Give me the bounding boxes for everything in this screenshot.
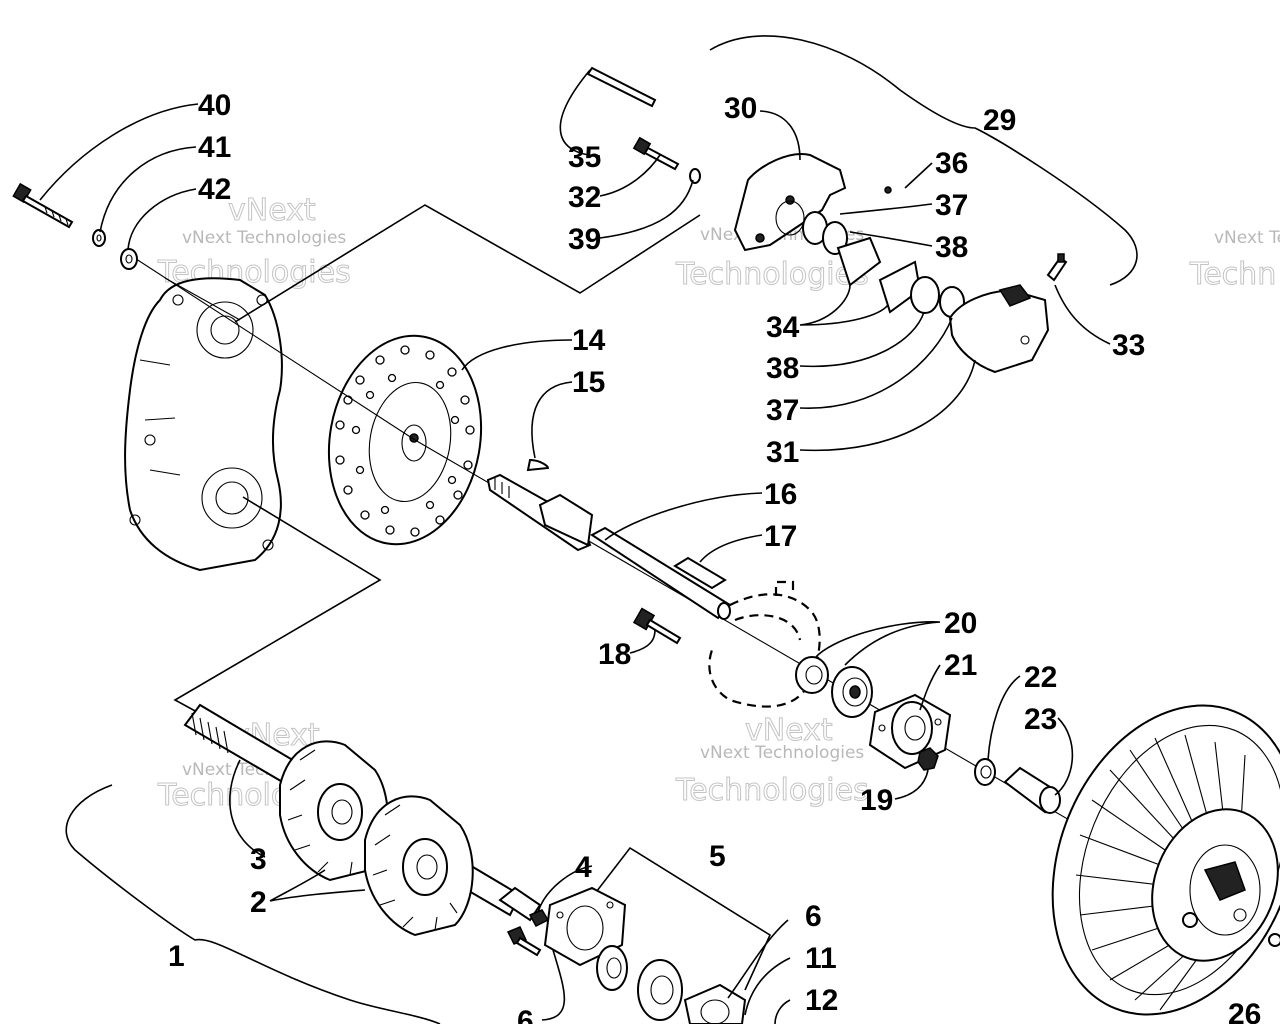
watermark-text: Technologies <box>675 773 869 808</box>
callout-37: 37 <box>766 394 799 427</box>
watermark-text: Techn <box>1189 257 1276 292</box>
bolt-18 <box>632 607 682 645</box>
callout-42: 42 <box>198 173 231 206</box>
callout-2: 2 <box>250 886 267 919</box>
callout-40: 40 <box>198 89 231 122</box>
callout-15: 15 <box>572 366 605 399</box>
nut-19 <box>917 747 939 771</box>
group-bracket-29 <box>709 35 1138 286</box>
callout-17: 17 <box>764 520 797 553</box>
leader-lines <box>39 69 1111 1024</box>
pin-35 <box>586 66 657 108</box>
brake-disc <box>327 334 483 546</box>
bolt-40 <box>12 182 74 229</box>
group-bracket-1 <box>65 784 441 1024</box>
ball-36 <box>884 186 892 194</box>
piston-38 <box>802 211 848 255</box>
callout-37: 37 <box>935 189 968 222</box>
piston-38b <box>910 276 940 314</box>
bolt-32 <box>632 136 680 171</box>
watermark-text: vNext <box>228 193 316 228</box>
callout-36: 36 <box>935 147 968 180</box>
callout-6: 6 <box>805 900 822 933</box>
callout-1: 1 <box>168 940 185 973</box>
bracket-5 <box>589 846 772 991</box>
callout-29: 29 <box>983 104 1016 137</box>
bleeder-33 <box>1046 253 1068 282</box>
callout-18: 18 <box>598 638 631 671</box>
callout-26: 26 <box>1228 998 1261 1024</box>
watermark-text: vNext Te <box>1214 228 1280 248</box>
callout-32: 32 <box>568 181 601 214</box>
callout-35: 35 <box>568 141 601 174</box>
axis-line <box>164 277 241 321</box>
watermark-text: vNext Technologies <box>700 743 864 763</box>
washer-41 <box>92 229 106 247</box>
washer-42 <box>120 248 138 270</box>
bearing-lower-small <box>596 945 628 991</box>
washer-22 <box>974 758 996 786</box>
flange-6b <box>683 983 747 1024</box>
brake-pads-34 <box>836 236 922 314</box>
callout-31: 31 <box>766 436 799 469</box>
watermark-group: vNext Technologies Technologies vNext Te… <box>157 193 1280 814</box>
callout-4: 4 <box>575 851 592 884</box>
chaincase-plate-outline <box>734 614 802 641</box>
callout-22: 22 <box>1024 661 1057 694</box>
callout-30: 30 <box>724 92 757 125</box>
callout-34: 34 <box>766 311 800 344</box>
callout-39: 39 <box>568 223 601 256</box>
callout-3: 3 <box>250 843 267 876</box>
callout-21: 21 <box>944 649 977 682</box>
spacer-23 <box>1003 766 1061 814</box>
brake-caliper-30 <box>733 153 847 252</box>
watermark-text: vNext Technologies <box>182 228 346 248</box>
bearing-lower-large <box>637 959 683 1021</box>
bearing-20-small <box>795 656 829 694</box>
reference-line <box>234 204 701 323</box>
caliper-31 <box>948 284 1050 374</box>
watermark-text: Technologies <box>675 257 869 292</box>
driven-clutch <box>1051 704 1280 1016</box>
track-sprocket-2 <box>364 795 474 937</box>
callout-38: 38 <box>935 231 968 264</box>
callout-12: 12 <box>805 984 838 1017</box>
washer-39 <box>689 168 701 184</box>
watermark-text: vNext <box>745 713 833 748</box>
callout-38: 38 <box>766 352 799 385</box>
callout-33: 33 <box>1112 329 1145 362</box>
callout-5: 5 <box>709 840 726 873</box>
callout-23: 23 <box>1024 703 1057 736</box>
callout-16: 16 <box>764 478 797 511</box>
shaft-15-16 <box>486 458 732 620</box>
callout-41: 41 <box>198 131 231 164</box>
callout-14: 14 <box>572 324 606 357</box>
callout-11: 11 <box>805 942 837 975</box>
callout-labels: 40 41 42 30 29 36 35 32 37 39 38 33 34 3… <box>168 89 1261 1024</box>
callout-19: 19 <box>860 784 893 817</box>
bolt-7 <box>506 926 542 957</box>
callout-6: 6 <box>517 1005 534 1024</box>
flange-6 <box>543 886 627 967</box>
gear-case <box>124 277 283 572</box>
callout-20: 20 <box>944 607 977 640</box>
